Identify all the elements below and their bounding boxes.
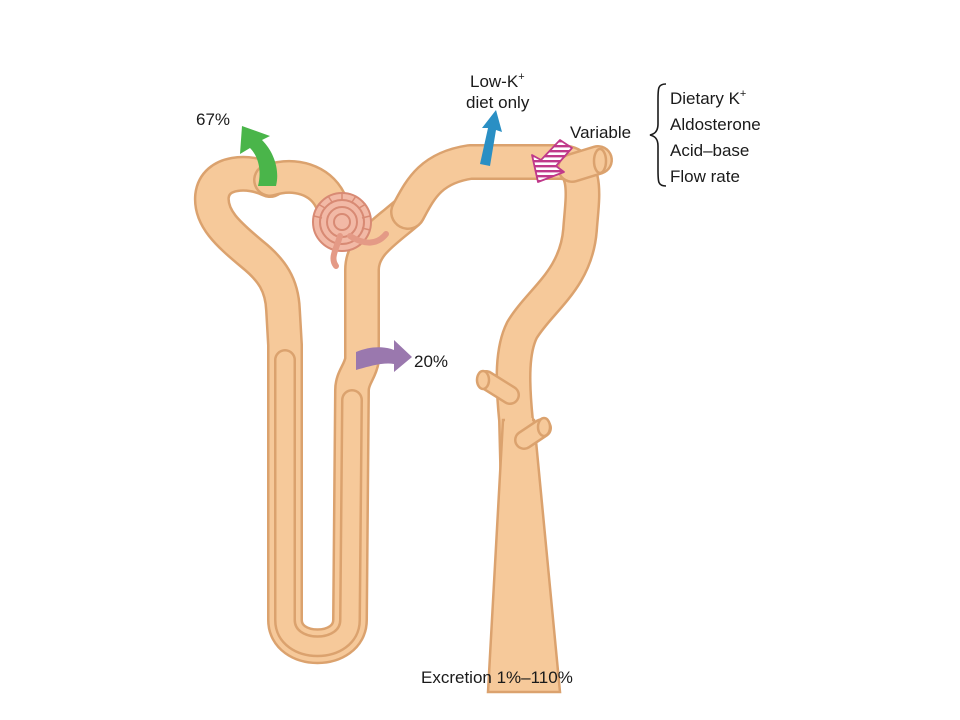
factor-item: Acid–base	[670, 138, 761, 164]
variable-secretion-arrow	[531, 139, 573, 183]
low-k-label: Low-K+	[470, 72, 525, 92]
low-k-reabsorption-arrow	[480, 110, 502, 166]
variable-label: Variable	[570, 123, 632, 142]
low-k-label-line1: Low-K	[470, 72, 519, 91]
factor-text: Dietary K	[670, 89, 740, 108]
factors-brace	[649, 83, 667, 187]
factor-item: Aldosterone	[670, 112, 761, 138]
proximal-reabsorption-arrow	[240, 126, 278, 186]
tubule-loop	[193, 155, 426, 665]
factor-item: Dietary K+	[670, 86, 761, 112]
loop-percent-label: 20%	[414, 352, 449, 371]
proximal-percent-label: 67%	[196, 110, 231, 129]
factor-sup: +	[739, 88, 747, 100]
low-k-label-sup: +	[518, 71, 525, 83]
factor-text: Flow rate	[670, 167, 740, 186]
loop-reabsorption-arrow	[356, 340, 412, 372]
factor-text: Acid–base	[670, 141, 750, 160]
glomerulus	[312, 192, 389, 269]
factor-item: Flow rate	[670, 164, 761, 190]
low-k-label-line2: diet only	[466, 93, 530, 112]
distal-collecting-duct	[390, 144, 613, 694]
excretion-label: Excretion 1%–110%	[421, 668, 573, 687]
factor-text: Aldosterone	[670, 115, 761, 134]
